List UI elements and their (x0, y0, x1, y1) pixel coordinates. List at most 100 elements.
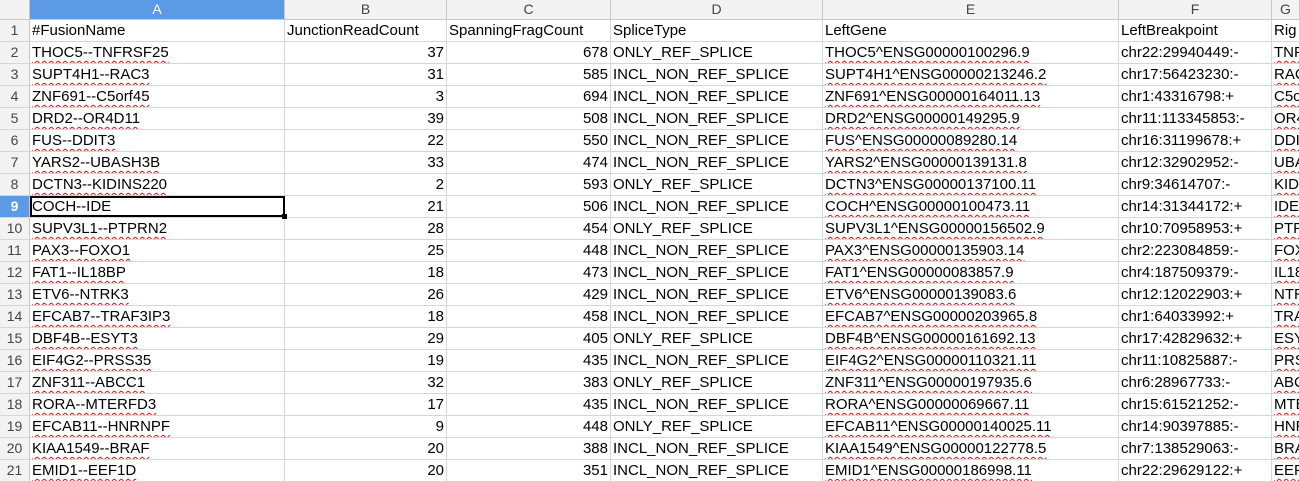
cell[interactable]: 33 (285, 152, 447, 173)
cell[interactable]: EFCAB11--HNRNPF (30, 416, 285, 437)
row-header[interactable]: 13 (0, 284, 30, 305)
cell[interactable]: 694 (447, 86, 611, 107)
cell[interactable]: RORA^ENSG00000069667.11 (823, 394, 1119, 415)
cell[interactable]: chr22:29940449:- (1119, 42, 1272, 63)
row-header[interactable]: 18 (0, 394, 30, 415)
cell[interactable]: KIAA1549^ENSG00000122778.5 (823, 438, 1119, 459)
cell[interactable]: 28 (285, 218, 447, 239)
cell[interactable]: KID (1274, 174, 1300, 195)
cell[interactable]: INCL_NON_REF_SPLICE (611, 196, 823, 217)
cell[interactable]: 29 (285, 328, 447, 349)
cell[interactable]: 435 (447, 394, 611, 415)
cell[interactable]: 2 (285, 174, 447, 195)
cell[interactable]: 18 (285, 262, 447, 283)
cell[interactable]: SUPV3L1--PTPRN2 (30, 218, 285, 239)
row-header[interactable]: 3 (0, 64, 30, 85)
cell[interactable]: THOC5^ENSG00000100296.9 (823, 42, 1119, 63)
cell[interactable]: EIF4G2^ENSG00000110321.11 (823, 350, 1119, 371)
cell[interactable]: chr4:187509379:- (1119, 262, 1272, 283)
cell[interactable]: YARS2^ENSG00000139131.8 (823, 152, 1119, 173)
cell[interactable]: ABC (1272, 372, 1300, 393)
cell[interactable]: PRS (1272, 350, 1300, 371)
row-header[interactable]: 6 (0, 130, 30, 151)
cell[interactable]: INCL_NON_REF_SPLICE (611, 284, 823, 305)
cell[interactable]: chr12:32902952:- (1119, 152, 1272, 173)
cell[interactable]: FAT1^ENSG00000083857.9 (823, 262, 1119, 283)
cell[interactable]: 22 (285, 130, 447, 151)
cell[interactable]: chr14:90397885:- (1119, 416, 1272, 437)
column-header-c[interactable]: C (447, 0, 611, 19)
cell[interactable]: DBF4B^ENSG00000161692.13 (823, 328, 1119, 349)
cell[interactable]: 388 (447, 438, 611, 459)
cell[interactable]: chr10:70958953:+ (1119, 218, 1272, 239)
cell[interactable]: 37 (285, 42, 447, 63)
cell[interactable]: 458 (447, 306, 611, 327)
cell[interactable]: 18 (285, 306, 447, 327)
cell[interactable]: KIAA1549--BRAF (30, 438, 285, 459)
cell[interactable]: 585 (447, 64, 611, 85)
cell[interactable]: 448 (447, 416, 611, 437)
cell[interactable]: RAC (1272, 64, 1300, 85)
cell[interactable]: MTE (1272, 394, 1300, 415)
cell[interactable]: INCL_NON_REF_SPLICE (611, 130, 823, 151)
cell[interactable]: FOX (1272, 240, 1300, 261)
cell[interactable]: chr7:138529063:- (1119, 438, 1272, 459)
row-header[interactable]: 16 (0, 350, 30, 371)
cell[interactable]: 383 (447, 372, 611, 393)
row-header[interactable]: 11 (0, 240, 30, 261)
cell[interactable]: ONLY_REF_SPLICE (611, 218, 823, 239)
cell[interactable]: 20 (285, 438, 447, 459)
row-header[interactable]: 21 (0, 460, 30, 481)
cell[interactable]: HNR (1272, 416, 1300, 437)
cell[interactable]: COCH^ENSG00000100473.11 (823, 196, 1119, 217)
column-header-f[interactable]: F (1119, 0, 1272, 19)
row-header[interactable]: 19 (0, 416, 30, 437)
cell[interactable]: 9 (285, 416, 447, 437)
row-header[interactable]: 15 (0, 328, 30, 349)
cell[interactable]: 593 (447, 174, 611, 195)
cell[interactable]: PTP (1272, 218, 1300, 239)
cell[interactable]: TRA (1272, 306, 1300, 327)
cell[interactable]: SUPT4H1--RAC3 (30, 64, 285, 85)
cell[interactable]: chr9:34614707:- (1119, 174, 1272, 195)
cell[interactable]: ONLY_REF_SPLICE (611, 328, 823, 349)
cell[interactable]: THOC5--TNFRSF25 (30, 42, 285, 63)
cell[interactable]: 405 (447, 328, 611, 349)
cell[interactable]: chr17:42829632:+ (1119, 328, 1272, 349)
cell[interactable]: Rig (1272, 20, 1300, 41)
cell[interactable]: 454 (447, 218, 611, 239)
cell[interactable]: chr12:12022903:+ (1119, 284, 1272, 305)
cell[interactable]: INCL_NON_REF_SPLICE (611, 64, 823, 85)
row-header[interactable]: 8 (0, 174, 30, 195)
cell[interactable]: ETV6--NTRK3 (30, 284, 285, 305)
row-header[interactable]: 9 (0, 196, 30, 217)
cell[interactable]: 508 (447, 108, 611, 129)
cell[interactable]: RORA--MTERFD3 (30, 394, 285, 415)
cell[interactable]: EMID1--EEF1D (30, 460, 285, 481)
column-header-g[interactable]: G (1272, 0, 1300, 19)
cell[interactable]: EFCAB7^ENSG00000203965.8 (823, 306, 1119, 327)
cell[interactable]: 21 (285, 196, 447, 217)
cell[interactable]: OR4 (1272, 108, 1300, 129)
cell[interactable]: LeftBreakpoint (1119, 20, 1272, 41)
cell[interactable]: 19 (285, 350, 447, 371)
cell[interactable]: INCL_NON_REF_SPLICE (611, 306, 823, 327)
cell[interactable]: 506 (447, 196, 611, 217)
cell[interactable]: 20 (285, 460, 447, 481)
cell[interactable]: DBF4B--ESYT3 (30, 328, 285, 349)
cell[interactable]: #FusionName (30, 20, 285, 41)
cell[interactable]: chr17:56423230:- (1119, 64, 1272, 85)
cell[interactable]: INCL_NON_REF_SPLICE (611, 262, 823, 283)
cell[interactable]: 31 (285, 64, 447, 85)
column-header-b[interactable]: B (285, 0, 447, 19)
cell[interactable]: 435 (447, 350, 611, 371)
cell[interactable]: 25 (285, 240, 447, 261)
column-header-d[interactable]: D (611, 0, 823, 19)
row-header[interactable]: 14 (0, 306, 30, 327)
cell[interactable]: chr6:28967733:- (1119, 372, 1272, 393)
selected-cell[interactable]: COCH--IDE (30, 196, 285, 217)
cell[interactable]: EEF (1272, 460, 1300, 481)
cell[interactable]: chr2:223084859:- (1119, 240, 1272, 261)
cell[interactable]: EMID1^ENSG00000186998.11 (823, 460, 1119, 481)
cell[interactable]: ESY (1272, 328, 1300, 349)
